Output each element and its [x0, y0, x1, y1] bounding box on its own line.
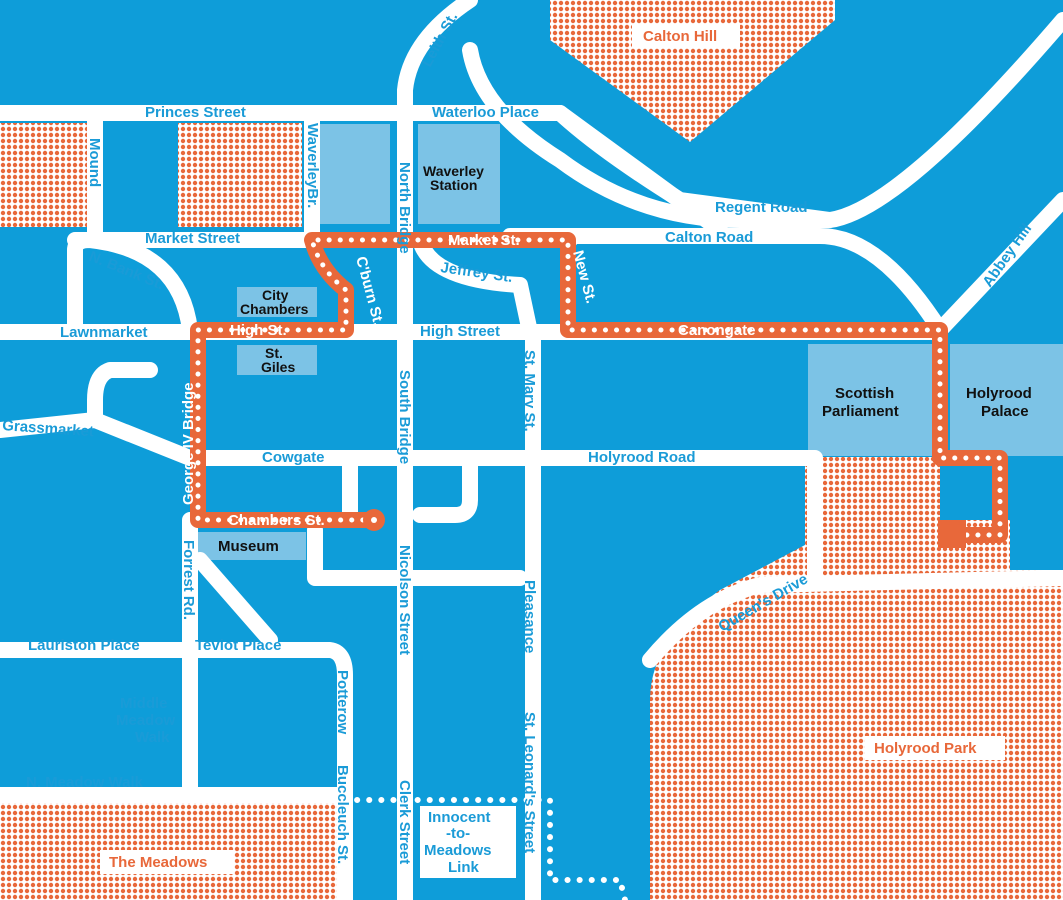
waverley-station-building [418, 124, 500, 224]
museum-building [198, 532, 306, 560]
label-cowgate: Cowgate [262, 449, 325, 466]
label-scottish-parliament-1: Scottish [835, 385, 894, 402]
label-innocent-3: Meadows [424, 842, 492, 859]
calton-curve-road [462, 12, 1063, 228]
label-city-chambers-2: Chambers [240, 301, 309, 317]
route-label-chambers: Chambers St. [228, 512, 325, 529]
route-label-high: High St. [230, 322, 287, 339]
cowgate-spur-road [412, 450, 478, 523]
holyrood-park-area [650, 457, 1063, 900]
jeffrey-street-road [412, 232, 538, 340]
label-clerk-street: Clerk Street [396, 780, 413, 864]
label-waterloo-place: Waterloo Place [432, 104, 539, 121]
princes-garden-west [0, 123, 90, 227]
label-innocent-2: -to- [446, 825, 470, 842]
label-holyrood-park: Holyrood Park [874, 740, 977, 757]
princes-garden-east [178, 123, 302, 227]
label-calton-road: Calton Road [665, 229, 753, 246]
route-dots [195, 237, 1003, 538]
chambers-south-road [307, 522, 528, 586]
label-teviot-place: Teviot Place [195, 637, 281, 654]
label-st-giles-1: St. [265, 345, 283, 361]
cowgate-road [182, 450, 823, 588]
label-holyrood-palace-1: Holyrood [966, 385, 1032, 402]
holyrood-park-label-box [865, 736, 1005, 760]
abbey-hill-road [932, 192, 1063, 338]
label-forrest-road: Forrest Rd. [180, 540, 197, 620]
grassmarket-loop-road [87, 362, 158, 428]
label-mound: Mound [86, 138, 103, 187]
route-label-george-iv: George IV Bridge [180, 382, 197, 505]
label-innocent-1: Innocent [428, 809, 491, 826]
label-holyrood-road: Holyrood Road [588, 449, 696, 466]
label-regent-road: Regent Road [715, 199, 808, 216]
meadows-label-box [100, 850, 234, 874]
label-waverley-station-2: Station [430, 177, 477, 193]
label-south-bridge: South Bridge [396, 370, 413, 464]
route-end-marker [938, 520, 966, 548]
calton-hill-area [550, 0, 835, 142]
route-start-dot [371, 517, 377, 523]
label-st-leonards-street: St. Leonard's Street [521, 712, 538, 853]
n-bank-street-road [67, 232, 198, 338]
waverley-bridge-building [320, 124, 390, 224]
label-holyrood-palace-2: Palace [981, 403, 1029, 420]
innocent-link-box [420, 806, 516, 878]
label-scottish-parliament-2: Parliament [822, 403, 899, 420]
parliament-building [808, 344, 940, 456]
calton-hill-label-box [632, 24, 740, 48]
queens-drive-road [642, 570, 1063, 668]
label-north-bridge: North Bridge [396, 162, 413, 254]
route-label-market: Market St. [448, 232, 520, 249]
label-middle-meadow-2: Meadow [116, 712, 176, 729]
st-giles-building [237, 345, 317, 375]
label-waverley-station-1: Waverley [423, 163, 484, 179]
walking-route [190, 232, 1008, 543]
label-middle-meadow-3: Walk [135, 729, 170, 746]
place-labels: Waverley Station City Chambers St. Giles… [116, 163, 1032, 746]
palace-building [950, 344, 1063, 456]
label-middle-meadow-1: Middle [120, 695, 168, 712]
label-nicolson-street: Nicolson Street [396, 545, 413, 655]
label-the-meadows: The Meadows [109, 854, 207, 871]
label-market-street: Market Street [145, 230, 240, 247]
label-buccleuch-street: Buccleuch St. [334, 765, 351, 864]
innocent-link-label: Innocent -to- Meadows Link [420, 806, 516, 878]
regent-road [552, 105, 838, 228]
innocent-link-path [342, 797, 628, 900]
label-innocent-4: Link [448, 859, 479, 876]
label-museum: Museum [218, 538, 279, 555]
label-waverley-bridge: WaverleyBr. [304, 123, 321, 208]
label-st-mary-street: St. Mary St. [521, 350, 538, 432]
label-st-giles-2: Giles [261, 359, 295, 375]
label-n-meadow-walk: N. Meadow Walk [26, 774, 144, 791]
buildings-layer [198, 124, 1063, 560]
route-label-canongate: Canongate [678, 322, 756, 339]
teviot-diagonal-road [192, 552, 278, 648]
label-potterow: Potterow [334, 670, 351, 735]
lauriston-road [0, 642, 353, 900]
label-lauriston-place: Lauriston Place [28, 637, 140, 654]
calton-road [502, 228, 948, 338]
label-princes-street: Princes Street [145, 104, 246, 121]
street-labels: Princes Street Waterloo Place Leith St. … [2, 10, 1036, 865]
leith-street-road [397, 0, 478, 121]
park-labels: Calton Hill Holyrood Park The Meadows [100, 24, 1005, 874]
label-pleasance: Pleasance [521, 580, 538, 653]
label-grassmarket: Grassmarket [2, 417, 95, 440]
label-lawnmarket: Lawnmarket [60, 324, 148, 341]
label-high-street: High Street [420, 323, 500, 340]
label-calton-hill: Calton Hill [643, 28, 717, 45]
label-city-chambers-1: City [262, 287, 289, 303]
city-chambers-building [237, 287, 317, 317]
